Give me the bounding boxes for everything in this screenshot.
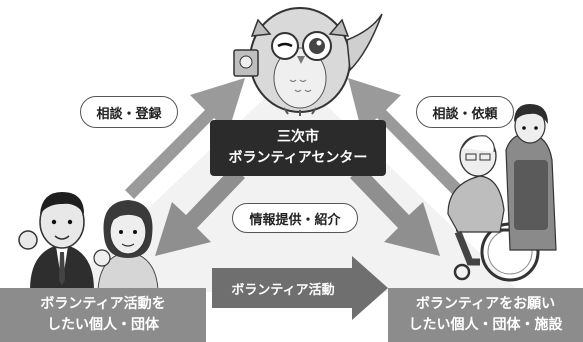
left-box-line2: したい個人・団体 (47, 317, 159, 333)
center-box-volunteer-center: 三次市 ボランティアセンター (210, 120, 386, 176)
right-box-line1: ボランティアをお願い (415, 296, 556, 312)
right-box-requesters: ボランティアをお願い したい個人・団体・施設 (388, 288, 583, 342)
caregiver-illustration (505, 104, 557, 251)
center-box-line2: ボランティアセンター (228, 150, 368, 166)
left-box-volunteers: ボランティア活動を したい個人・団体 (0, 288, 206, 342)
center-box-line1: 三次市 (277, 129, 319, 145)
right-box-line2: したい個人・団体・施設 (408, 317, 563, 333)
arrow-center-down-right (350, 166, 440, 256)
arrow-right-up-left (348, 78, 466, 199)
owl-mascot-illustration (233, 7, 383, 116)
left-box-line1: ボランティア活動を (40, 296, 166, 312)
bubble-consult-register: 相談・登録 (80, 96, 178, 128)
man-illustration (18, 192, 94, 290)
arrow-center-down-left (155, 166, 245, 256)
arrow-bottom-right (212, 256, 388, 320)
woman-illustration (93, 200, 159, 291)
bottom-arrow-label: ボランティア活動 (231, 283, 335, 298)
bubble-info-introduction: 情報提供・紹介 (232, 203, 358, 233)
bubble-consult-request: 相談・依頼 (416, 96, 514, 128)
arrow-left-up (125, 78, 245, 199)
